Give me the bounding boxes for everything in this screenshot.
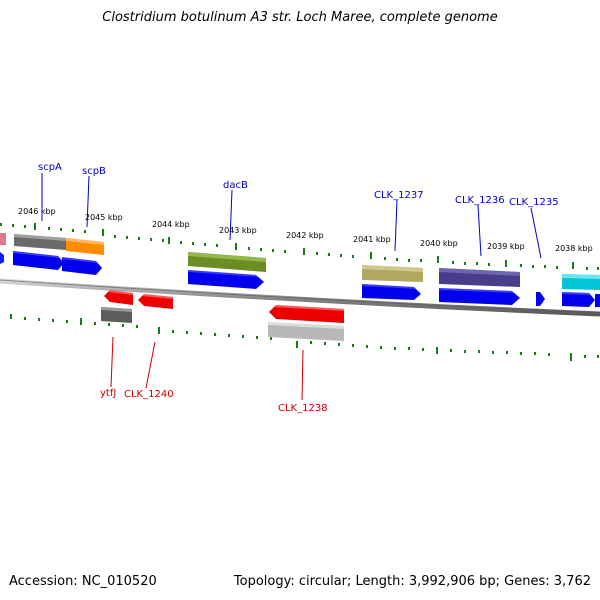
kbp-label: 2039 kbp [487,242,525,251]
kbp-label: 2043 kbp [219,226,257,235]
feature-block [0,233,6,245]
reverse-cds-track [104,290,344,323]
gene-label-clk-1238: CLK_1238 [278,403,328,414]
gene-label-dacb: dacB [223,180,248,191]
inner-feature-ring [101,307,344,341]
inner-tick-track [10,314,599,361]
major-tick [370,252,372,259]
major-tick [168,237,170,244]
major-tick [303,248,305,255]
kbp-label: 2044 kbp [152,220,190,229]
genome-backbone [0,278,600,317]
kbp-label: 2038 kbp [555,244,593,253]
major-tick [235,243,237,250]
kbp-label: 2041 kbp [353,235,391,244]
outer-feature-ring [0,233,600,290]
outer-tick-track [0,223,599,270]
major-tick [505,260,507,267]
major-tick [572,262,574,269]
map-title: Clostridium botulinum A3 str. Loch Maree… [102,10,498,25]
kbp-label: 2046 kbp [18,207,56,216]
gene-label-clk-1240: CLK_1240 [124,389,174,400]
forward-cds-arrow [0,252,4,264]
forward-cds-arrow [562,292,595,307]
genome-summary-text: Topology: circular; Length: 3,992,906 bp… [233,574,591,589]
gene-label-clk-1236: CLK_1236 [455,195,505,206]
kbp-label: 2040 kbp [420,239,458,248]
kbp-label: 2042 kbp [286,231,324,240]
label-leaders [41,173,542,401]
major-tick [34,223,36,230]
gene-label-scpb: scpB [82,166,106,177]
gene-labels: scpA scpB dacB CLK_1237 CLK_1236 CLK_123… [38,162,559,414]
forward-cds-arrow [595,294,600,307]
kbp-labels: 2046 kbp 2045 kbp 2044 kbp 2043 kbp 2042… [18,207,593,253]
gene-label-clk-1235: CLK_1235 [509,197,559,208]
major-tick [437,256,439,263]
gene-label-clk-1237: CLK_1237 [374,190,424,201]
forward-cds-arrow [536,292,545,306]
major-tick [102,229,104,236]
gene-label-ytfj: ytfJ [100,388,116,399]
gene-label-scpa: scpA [38,162,62,173]
forward-cds-track [0,251,600,307]
kbp-label: 2045 kbp [85,213,123,222]
accession-text: Accession: NC_010520 [9,574,157,589]
